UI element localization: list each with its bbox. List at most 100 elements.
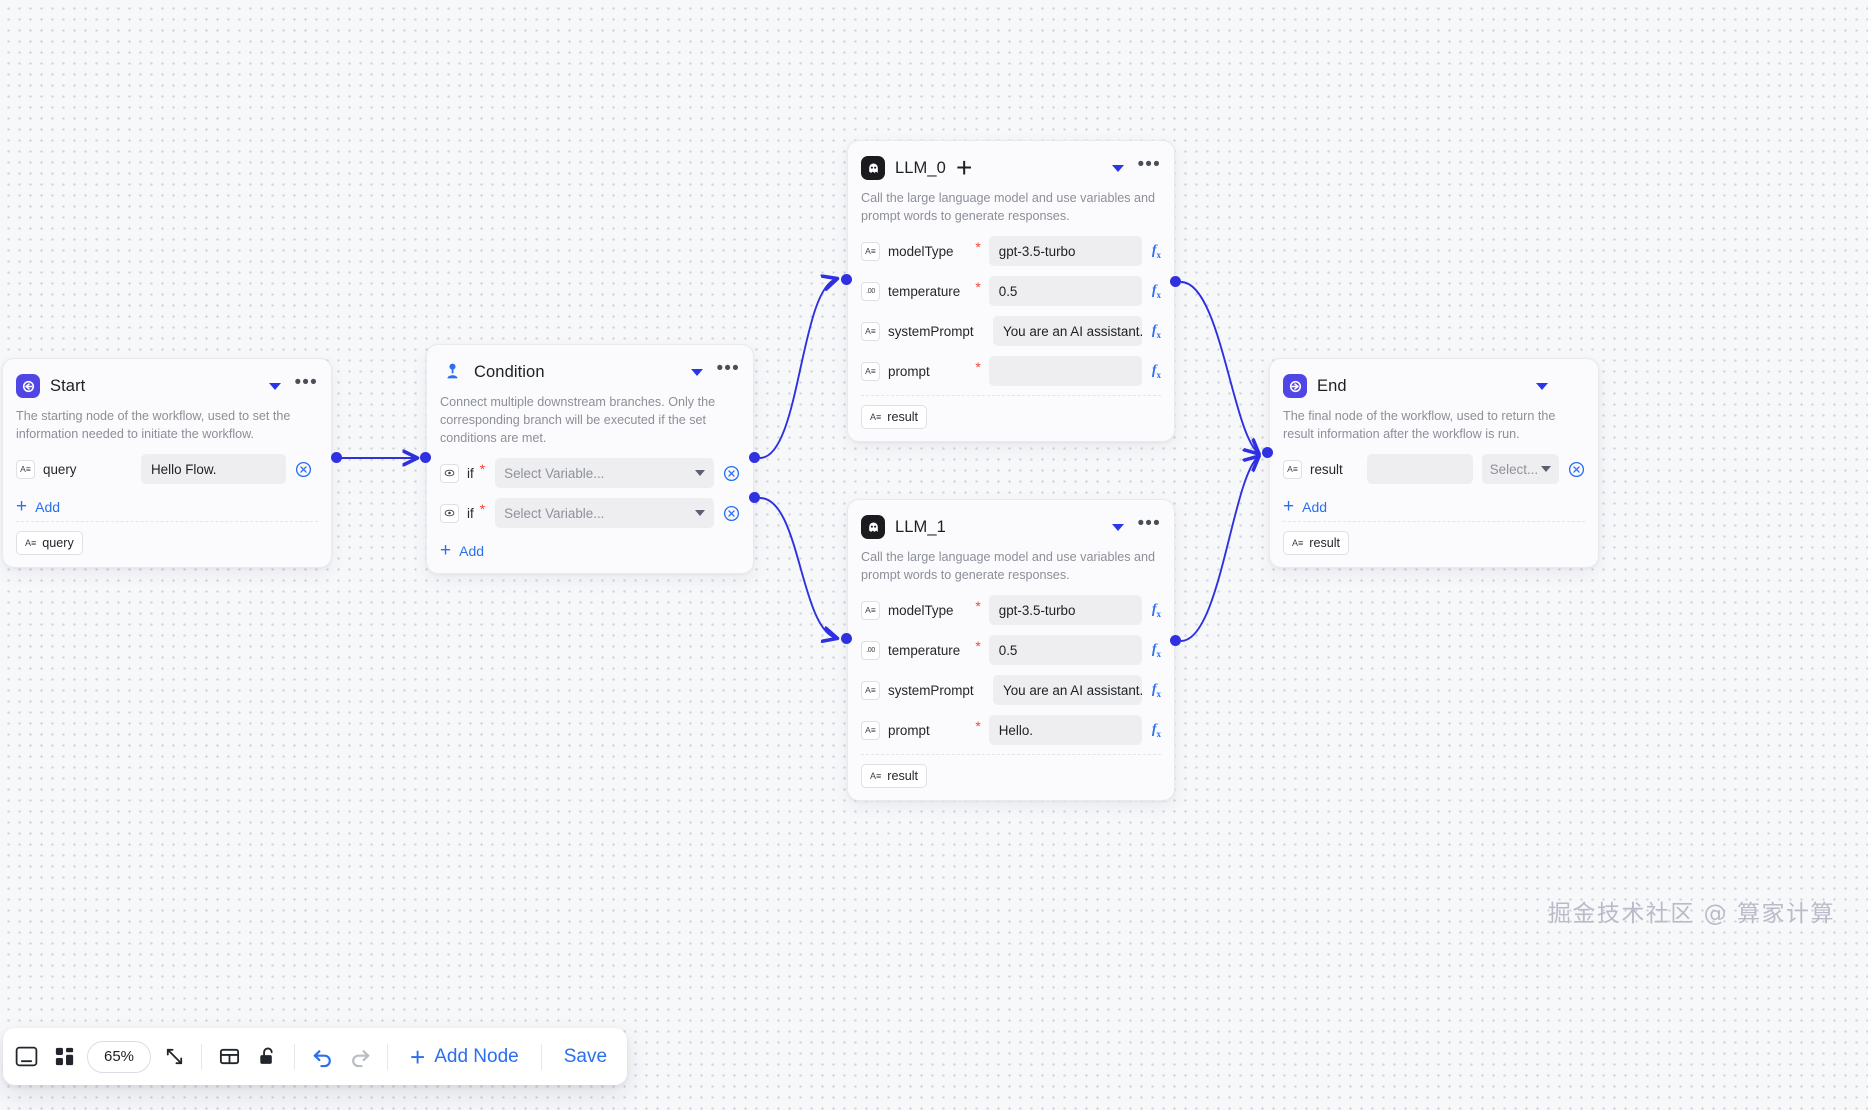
result-source-select[interactable]: Select... xyxy=(1481,454,1559,484)
node-start-outputs: A≡ query xyxy=(3,522,331,567)
output-tag-query: A≡ query xyxy=(16,531,83,555)
port-end-in[interactable] xyxy=(1262,447,1273,458)
param-row-temperature[interactable]: .00 temperature * 0.5 fx xyxy=(861,275,1161,307)
param-value-input[interactable] xyxy=(1367,454,1473,484)
minimap-icon[interactable] xyxy=(7,1038,45,1076)
param-row-modelType[interactable]: A≡ modelType * gpt-3.5-turbo fx xyxy=(861,594,1161,626)
param-row-temperature[interactable]: .00 temperature * 0.5 fx xyxy=(861,634,1161,666)
condition-add-branch-button[interactable]: + Add xyxy=(427,537,497,573)
param-row-systemPrompt[interactable]: A≡ systemPrompt * You are an AI assistan… xyxy=(861,315,1161,347)
branch-variable-select[interactable]: Select Variable... xyxy=(495,458,714,488)
node-menu-icon[interactable]: ••• xyxy=(1137,512,1161,534)
collapse-caret-icon[interactable] xyxy=(1536,382,1549,390)
port-llm0-in[interactable] xyxy=(841,274,852,285)
node-llm-1-params: A≡ modelType * gpt-3.5-turbo fx .00 temp… xyxy=(848,594,1174,746)
expression-fx-icon[interactable]: fx xyxy=(1151,681,1161,699)
node-llm-0[interactable]: LLM_0 + ••• Call the large language mode… xyxy=(847,140,1175,442)
add-label: Add xyxy=(35,499,61,515)
param-value-input[interactable]: 0.5 xyxy=(988,635,1142,665)
node-llm-0-header: LLM_0 + ••• xyxy=(848,141,1174,185)
expression-fx-icon[interactable]: fx xyxy=(1151,721,1161,739)
plus-icon: + xyxy=(440,540,452,561)
remove-param-icon[interactable] xyxy=(1568,461,1585,478)
expression-fx-icon[interactable]: fx xyxy=(1151,242,1161,260)
param-row-prompt[interactable]: A≡ prompt * fx xyxy=(861,355,1161,387)
expression-fx-icon[interactable]: fx xyxy=(1151,322,1161,340)
node-end-description: The final node of the workflow, used to … xyxy=(1283,409,1556,441)
port-llm1-out[interactable] xyxy=(1170,635,1181,646)
port-condition-in[interactable] xyxy=(420,452,431,463)
remove-branch-icon[interactable] xyxy=(723,465,740,482)
expression-fx-icon[interactable]: fx xyxy=(1151,282,1161,300)
undo-icon[interactable] xyxy=(303,1038,341,1076)
add-label: Add xyxy=(459,543,485,559)
end-add-param-button[interactable]: + Add xyxy=(1270,493,1340,519)
redo-icon[interactable] xyxy=(341,1038,379,1076)
param-row-result[interactable]: A≡ result Select... xyxy=(1283,453,1585,485)
condition-operator-icon xyxy=(440,463,459,483)
branch-row-if-2[interactable]: if * Select Variable... xyxy=(440,497,740,529)
port-condition-out1[interactable] xyxy=(749,452,760,463)
param-value-input[interactable]: You are an AI assistant. xyxy=(993,316,1142,346)
node-llm-1-header: LLM_1 ••• xyxy=(848,500,1174,544)
unlock-icon[interactable] xyxy=(248,1038,286,1076)
edge-condition-llm0 xyxy=(759,279,836,459)
llm-icon xyxy=(861,156,885,180)
param-value-input[interactable]: You are an AI assistant. xyxy=(993,675,1142,705)
edge-condition-llm1 xyxy=(759,497,836,638)
condition-operator-icon xyxy=(440,503,459,523)
port-condition-out2[interactable] xyxy=(749,492,760,503)
zoom-level-display[interactable]: 65% xyxy=(87,1040,152,1073)
node-end[interactable]: End ••• The final node of the workflow, … xyxy=(1269,358,1599,568)
param-value-input[interactable] xyxy=(988,356,1142,386)
node-menu-icon[interactable]: ••• xyxy=(716,357,740,379)
param-name: systemPrompt xyxy=(888,323,974,339)
expression-fx-icon[interactable]: fx xyxy=(1151,641,1161,659)
remove-param-icon[interactable] xyxy=(295,461,312,478)
node-menu-icon[interactable]: ••• xyxy=(294,371,318,393)
node-condition[interactable]: Condition ••• Connect multiple downstrea… xyxy=(426,344,754,574)
param-name: modelType xyxy=(888,243,954,259)
param-value-input[interactable]: gpt-3.5-turbo xyxy=(988,236,1142,266)
node-end-params: A≡ result Select... xyxy=(1270,453,1598,485)
param-value-input[interactable]: Hello Flow. xyxy=(141,454,286,484)
param-name: prompt xyxy=(888,363,930,379)
required-asterisk: * xyxy=(975,359,981,375)
param-value-input[interactable]: 0.5 xyxy=(988,276,1142,306)
node-menu-icon[interactable]: ••• xyxy=(1137,153,1161,175)
auto-layout-icon[interactable] xyxy=(210,1038,248,1076)
required-asterisk: * xyxy=(975,598,981,614)
apps-grid-icon[interactable] xyxy=(45,1038,83,1076)
type-string-icon: A≡ xyxy=(861,241,880,261)
required-asterisk: * xyxy=(975,239,981,255)
node-llm-1[interactable]: LLM_1 ••• Call the large language model … xyxy=(847,499,1175,801)
save-button[interactable]: Save xyxy=(550,1046,621,1068)
expression-fx-icon[interactable]: fx xyxy=(1151,362,1161,380)
collapse-caret-icon[interactable] xyxy=(1112,523,1125,531)
collapse-caret-icon[interactable] xyxy=(269,382,282,390)
divider xyxy=(1283,521,1585,522)
start-add-param-button[interactable]: + Add xyxy=(3,493,73,519)
remove-branch-icon[interactable] xyxy=(723,505,740,522)
type-string-icon: A≡ xyxy=(1283,459,1302,479)
param-name: result xyxy=(1310,461,1343,477)
node-start[interactable]: Start ••• The starting node of the workf… xyxy=(2,358,332,568)
branch-variable-select[interactable]: Select Variable... xyxy=(495,498,714,528)
param-value-input[interactable]: gpt-3.5-turbo xyxy=(988,595,1142,625)
param-row-systemPrompt[interactable]: A≡ systemPrompt * You are an AI assistan… xyxy=(861,674,1161,706)
param-row-prompt[interactable]: A≡ prompt * Hello. fx xyxy=(861,714,1161,746)
port-llm1-in[interactable] xyxy=(841,633,852,644)
fit-view-icon[interactable] xyxy=(155,1038,193,1076)
expression-fx-icon[interactable]: fx xyxy=(1151,601,1161,619)
param-row-modelType[interactable]: A≡ modelType * gpt-3.5-turbo fx xyxy=(861,235,1161,267)
param-row-query[interactable]: A≡ query Hello Flow. xyxy=(16,453,318,485)
add-node-button[interactable]: + Add Node xyxy=(396,1044,533,1070)
port-llm0-out[interactable] xyxy=(1170,276,1181,287)
param-value-input[interactable]: Hello. xyxy=(988,715,1142,745)
branch-row-if-1[interactable]: if * Select Variable... xyxy=(440,457,740,489)
watermark: 掘金技术社区 @ 算家计算 xyxy=(1547,901,1835,927)
collapse-caret-icon[interactable] xyxy=(1112,164,1125,172)
port-start-out[interactable] xyxy=(331,452,342,463)
collapse-caret-icon[interactable] xyxy=(691,368,704,376)
